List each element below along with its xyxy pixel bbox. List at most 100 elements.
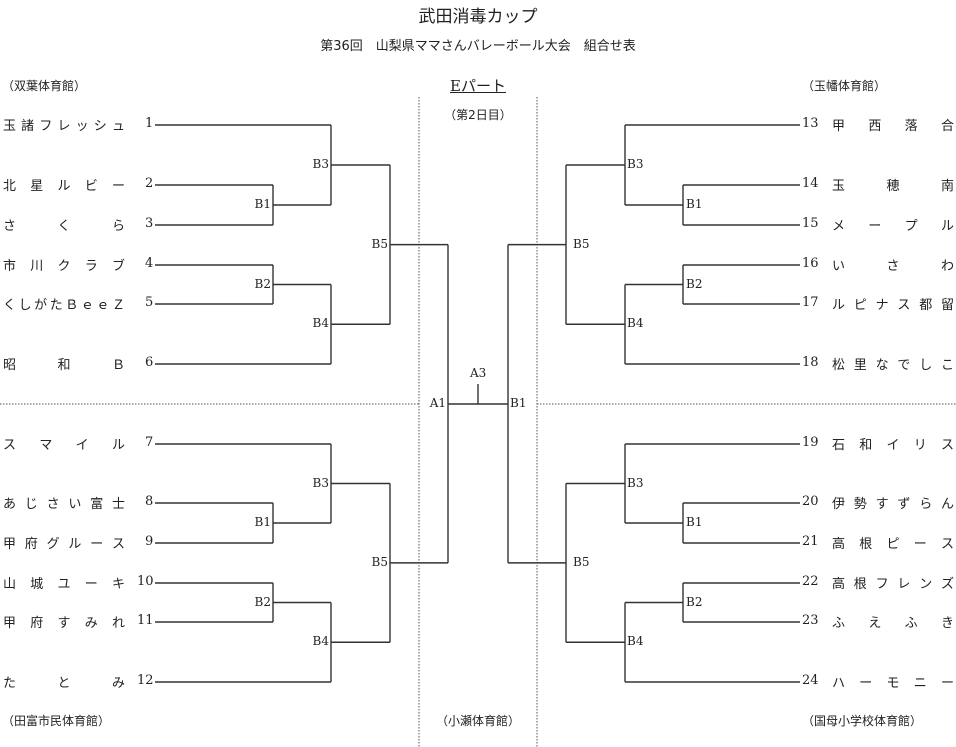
team-name: 甲府すみれ [3, 612, 125, 631]
team-name-char: 城 [30, 577, 44, 592]
team-name-char: こ [940, 358, 954, 373]
tr-label-b2: B2 [686, 276, 703, 291]
team-name-char: ス [897, 298, 911, 313]
team-name-char: 富 [90, 497, 104, 512]
team-name-char: 玉 [3, 119, 17, 134]
team-name-char: 甲 [3, 616, 17, 631]
team-name-char: ー [868, 219, 882, 234]
team-name-char: プ [904, 219, 918, 234]
team-name: 高根フレンズ [832, 573, 954, 592]
tr-label-b3: B3 [627, 157, 644, 171]
team-name-char: ー [84, 577, 98, 592]
seed-number: 12 [137, 673, 154, 688]
seed-number: 15 [802, 216, 819, 231]
team-name-char: す [875, 497, 889, 512]
br-label-b3: B3 [627, 475, 644, 490]
team-name-char: き [940, 616, 954, 631]
team-name-char: レ [57, 119, 71, 134]
bl-label-b3: B3 [312, 475, 329, 490]
team-name-char: ブ [111, 259, 125, 274]
team-name-char: し [919, 358, 933, 373]
seed-number: 1 [145, 116, 154, 131]
tl-label-b1: B1 [254, 197, 271, 211]
team-name-char: ナ [875, 298, 889, 313]
seed-number: 4 [145, 256, 154, 271]
team-name-char: ー [913, 537, 927, 552]
team-name: 山城ユーキ [3, 573, 125, 592]
team-name-char: 高 [832, 577, 846, 592]
team-name-char: ピ [886, 537, 900, 552]
team-name-char: 玉 [832, 179, 846, 194]
team-name-char: が [34, 298, 48, 313]
team-name-char: み [84, 616, 98, 631]
seed-number: 3 [145, 216, 154, 231]
seed-number: 22 [802, 574, 819, 589]
venue-bottom-left: （田富市民体育館） [2, 714, 111, 728]
team-name-char: ス [111, 537, 125, 552]
team-name-char: あ [3, 497, 17, 512]
team-name-char: く [57, 219, 71, 234]
team-name-char: ｅ [96, 298, 110, 313]
team-name-char: ら [111, 219, 125, 234]
team-name-char: ズ [940, 577, 954, 592]
br-label-b2: B2 [686, 594, 703, 609]
team-name-char: 市 [3, 259, 17, 274]
tr-label-b4: B4 [627, 316, 644, 331]
team-name: 玉穂南 [832, 175, 954, 194]
team-name-char: ル [940, 219, 954, 234]
team-name-char: ル [111, 438, 125, 453]
seed-number: 24 [802, 673, 819, 688]
team-name-char: ニ [913, 676, 927, 691]
team-name-char: 伊 [832, 497, 846, 512]
team-name: ルピナス都留 [832, 294, 954, 313]
tr-label-b1: B1 [686, 197, 703, 211]
team-name-char: 諸 [21, 119, 35, 134]
team-name-char: ら [919, 497, 933, 512]
team-name-char: 都 [919, 298, 933, 313]
team-name-char: じ [24, 497, 38, 512]
team-name-char: 松 [832, 358, 846, 373]
seed-number: 23 [802, 613, 819, 628]
team-name-char: ｅ [80, 298, 94, 313]
team-name-char: ん [940, 497, 954, 512]
team-name-char: 星 [30, 179, 44, 194]
tl-label-b5: B5 [371, 236, 388, 251]
seed-number: 6 [145, 355, 154, 370]
tl-label-b3: B3 [312, 157, 329, 171]
seed-number: 17 [802, 295, 819, 310]
label-a1: A1 [429, 396, 446, 410]
team-name-char: ス [940, 537, 954, 552]
team-name-char: ン [919, 577, 933, 592]
venue-top-right: （玉幡体育館） [802, 79, 887, 93]
venue-bottom-right: （国母小学校体育館） [802, 714, 923, 728]
team-name-char: し [18, 298, 32, 313]
team-name: 玉諸フレッシュ [3, 115, 125, 134]
team-name-char: シ [93, 119, 107, 134]
bl-label-b1: B1 [254, 515, 271, 529]
team-name-char: ず [897, 497, 911, 512]
team-name-char: と [57, 676, 71, 691]
team-name-char: 甲 [832, 119, 846, 134]
team-name-char: 和 [859, 438, 873, 453]
team-name: たとみ [3, 672, 125, 691]
team-name-char: ル [57, 179, 71, 194]
team-name-char: 高 [832, 537, 846, 552]
team-name-char: 昭 [3, 358, 17, 373]
team-name-char: さ [3, 219, 17, 234]
seed-number: 10 [137, 574, 154, 589]
seed-number: 5 [145, 295, 154, 310]
team-name-char: メ [832, 219, 846, 234]
seed-number: 18 [802, 355, 819, 370]
team-name-char: な [875, 358, 889, 373]
team-name: 北星ルビー [3, 175, 125, 194]
team-name-char: ハ [832, 676, 846, 691]
team-name-char: ふ [832, 616, 846, 631]
team-name: 市川クラブ [3, 255, 125, 274]
team-name-char: 根 [853, 577, 867, 592]
team-name-char: い [832, 259, 846, 274]
team-name: 松里なでしこ [832, 354, 954, 373]
team-name-char: 川 [30, 259, 44, 274]
team-name-char: Ｂ [65, 298, 79, 313]
team-name-char: フ [875, 577, 889, 592]
br-label-b5: B5 [573, 554, 590, 569]
